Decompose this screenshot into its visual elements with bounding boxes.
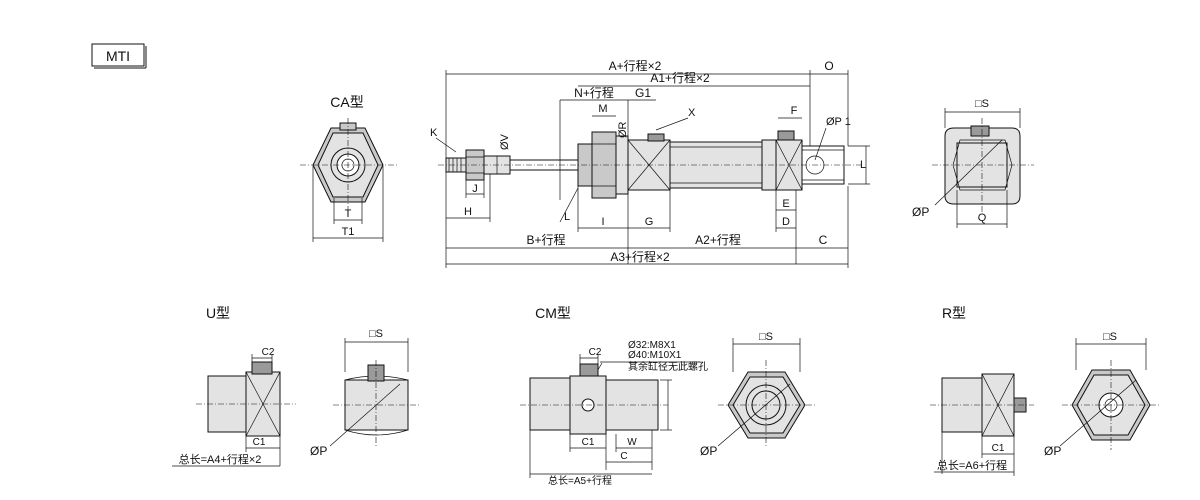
u-c2: C2 [262, 347, 275, 358]
r-s: □S [1103, 331, 1117, 343]
end-view: □S ØP Q [912, 98, 1034, 228]
u-view: U型 C2 C1 总长=A4+行程×2 □S ØP [172, 305, 420, 467]
logo-text: MTI [106, 48, 130, 64]
cm-note1: Ø32:M8X1 [628, 340, 676, 351]
r-title: R型 [942, 305, 966, 321]
dim-a: A+行程×2 [609, 58, 662, 73]
dim-o: O [824, 59, 833, 73]
cm-total: 总长=A5+行程 [548, 474, 612, 487]
dim-a2: A2+行程 [695, 232, 741, 247]
dim-g: G [645, 216, 654, 228]
cm-title: CM型 [535, 305, 571, 321]
dim-g1: G1 [635, 86, 651, 100]
dim-d: D [782, 216, 790, 228]
cm-c2: C2 [589, 347, 602, 358]
end-p-label: ØP [912, 205, 929, 219]
u-title: U型 [206, 305, 230, 321]
dim-v: ØV [499, 133, 511, 150]
label-x: X [688, 107, 696, 119]
u-total: 总长=A4+行程×2 [179, 452, 262, 466]
r-view: R型 C1 总长=A6+行程 □S ØP [930, 305, 1160, 476]
u-c1: C1 [253, 437, 266, 448]
dim-m: M [598, 103, 607, 115]
ca-t1-label: T1 [342, 226, 355, 238]
dim-a3: A3+行程×2 [610, 249, 670, 264]
cm-c: C [620, 451, 627, 462]
dim-c: C [819, 233, 828, 247]
ca-view: CA型 T T1 [300, 94, 398, 242]
dim-p1: ØP 1 [826, 116, 851, 128]
cm-note3: 其余缸径无此螺孔 [628, 360, 708, 373]
dim-l-right: L [860, 159, 866, 171]
dim-i: I [601, 216, 604, 228]
u-s: □S [369, 328, 383, 340]
r-p: ØP [1044, 444, 1061, 458]
dim-e: E [782, 198, 789, 210]
ca-t-label: T [345, 208, 352, 220]
u-p: ØP [310, 444, 327, 458]
dim-f: F [791, 105, 798, 117]
end-q-label: Q [978, 212, 987, 224]
cm-note2: Ø40:M10X1 [628, 350, 682, 361]
label-l: L [564, 211, 570, 223]
main-view: A+行程×2 O A1+行程×2 N+行程 G1 M X K ØV ØR F Ø… [430, 58, 870, 268]
dim-r: ØR [617, 121, 629, 138]
r-c1: C1 [992, 443, 1005, 454]
end-s-label: □S [975, 98, 989, 110]
cm-w: W [627, 437, 637, 448]
dim-b: B+行程 [526, 232, 565, 247]
dim-j: J [472, 183, 478, 195]
cm-s: □S [759, 331, 773, 343]
cm-c1: C1 [582, 437, 595, 448]
cm-p: ØP [700, 444, 717, 458]
dim-a1: A1+行程×2 [650, 70, 710, 85]
ca-title: CA型 [330, 94, 363, 110]
dim-n: N+行程 [574, 85, 614, 100]
r-total: 总长=A6+行程 [937, 458, 1007, 472]
dim-h: H [464, 206, 472, 218]
label-k: K [430, 127, 438, 139]
logo: MTI [91, 43, 147, 69]
cm-view: CM型 Ø32:M8X1 Ø40:M10X1 其余缸径无此螺孔 C2 C1 W … [520, 305, 815, 487]
